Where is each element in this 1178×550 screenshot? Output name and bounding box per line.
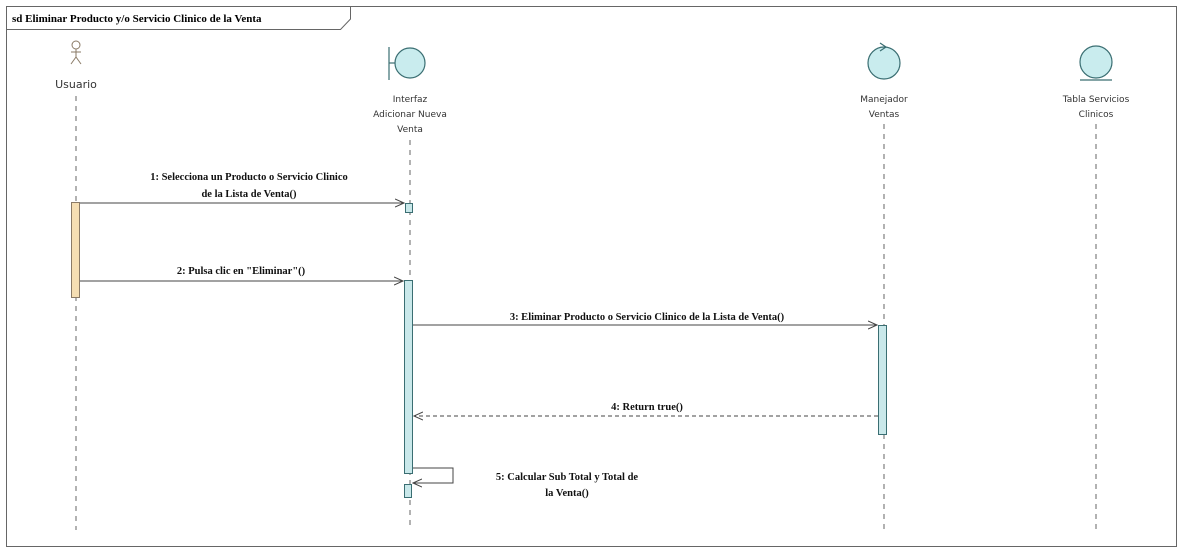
lifeline-label-tabla-1: Tabla Servicios: [1062, 95, 1130, 105]
frame-title-tab: [6, 6, 351, 30]
boundary-icon: [388, 47, 426, 80]
lifeline-label-tabla-2: Clinicos: [1079, 110, 1114, 120]
activation-interfaz-1: [405, 203, 413, 213]
message-3: 3: Eliminar Producto o Servicio Clinico …: [413, 312, 877, 325]
message-4-label: 4: Return true(): [611, 402, 683, 413]
lifeline-usuario: Usuario: [55, 40, 97, 530]
message-1: 1: Selecciona un Producto o Servicio Cli…: [80, 172, 404, 203]
activation-interfaz-3: [404, 484, 412, 498]
lifeline-label-interfaz-3: Venta: [397, 125, 423, 135]
message-4: 4: Return true(): [414, 402, 878, 416]
activation-manejador: [878, 325, 887, 435]
message-1-label-2: de la Lista de Venta(): [201, 189, 297, 200]
message-5-label-2: la Venta(): [545, 488, 589, 499]
message-2: 2: Pulsa clic en "Eliminar"(): [80, 266, 403, 281]
diagram-frame: [6, 6, 1177, 547]
lifeline-label-manejador-2: Ventas: [869, 110, 900, 120]
message-5-label-1: 5: Calcular Sub Total y Total de: [496, 472, 639, 483]
entity-icon: [1079, 45, 1113, 81]
message-2-label: 2: Pulsa clic en "Eliminar"(): [177, 266, 306, 277]
actor-icon: [70, 40, 82, 65]
lifeline-label-interfaz-1: Interfaz: [393, 95, 428, 105]
activation-usuario: [71, 202, 80, 298]
activation-interfaz-2: [404, 280, 413, 474]
lifeline-label-interfaz-2: Adicionar Nueva: [373, 110, 447, 120]
message-3-label: 3: Eliminar Producto o Servicio Clinico …: [510, 312, 785, 323]
message-1-label-1: 1: Selecciona un Producto o Servicio Cli…: [150, 172, 348, 183]
lifeline-label-manejador-1: Manejador: [860, 95, 908, 105]
message-5: 5: Calcular Sub Total y Total de la Vent…: [413, 467, 639, 499]
lifeline-label-usuario: Usuario: [55, 78, 97, 91]
control-icon: [867, 42, 901, 80]
lifeline-tabla: Tabla Servicios Clinicos: [1062, 45, 1130, 530]
lifeline-manejador: Manejador Ventas: [860, 42, 908, 530]
frame-title: sd Eliminar Producto y/o Servicio Clinic…: [12, 13, 262, 25]
